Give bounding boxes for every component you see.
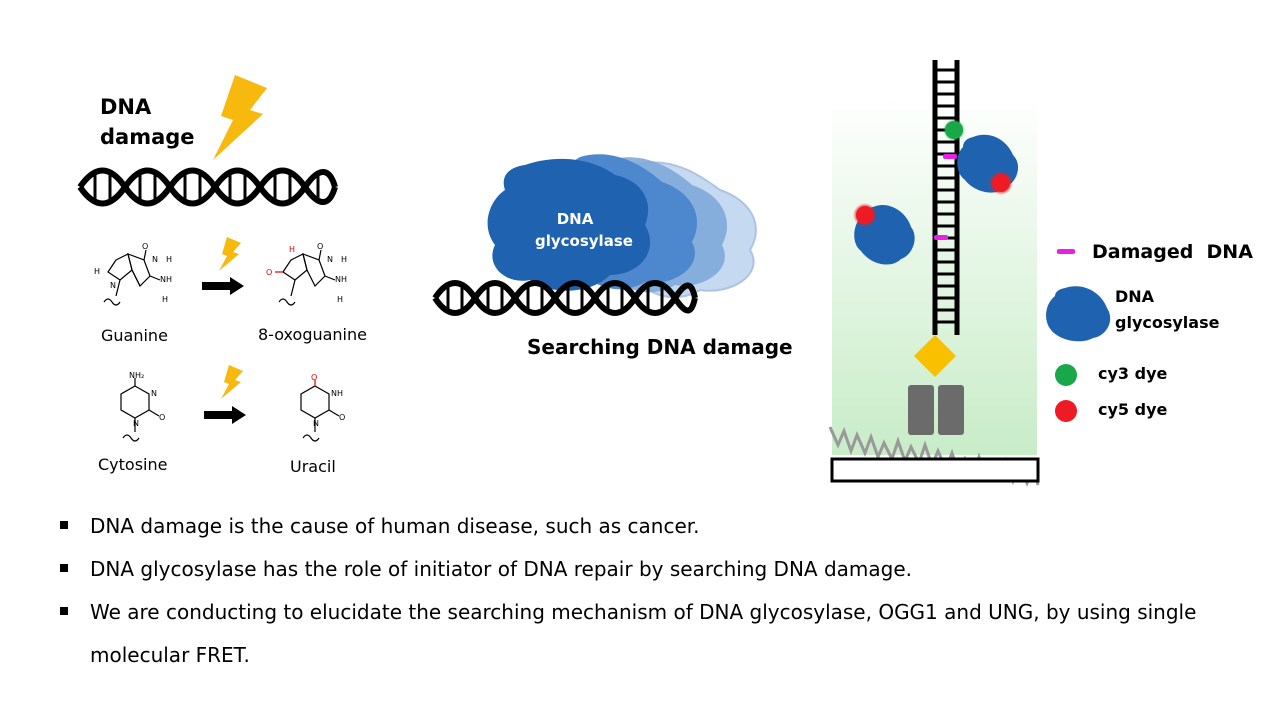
dna-damage-title: DNA damage — [100, 92, 195, 152]
atom-nh: NH — [160, 275, 172, 284]
damaged-dna-legend-swatch — [1057, 249, 1075, 254]
dna-damage-title-line1: DNA — [100, 95, 152, 119]
atom-o: O — [159, 413, 165, 422]
atom-h: H — [166, 255, 172, 264]
enzyme-label-line2: glycosylase — [535, 232, 633, 250]
enzyme-legend-icon — [1046, 286, 1111, 342]
atom-o: O — [339, 413, 345, 422]
atom-nh2: NH₂ — [129, 371, 144, 380]
cy5-dye-icon — [1055, 400, 1077, 422]
label-guanine: Guanine — [101, 326, 168, 345]
dna-helix-left — [77, 167, 338, 207]
legend-cy5: cy5 dye — [1098, 400, 1168, 419]
atom-n: N — [110, 281, 116, 290]
bullet-text: DNA glycosylase has the role of initiato… — [90, 557, 913, 581]
bullet-item: DNA damage is the cause of human disease… — [60, 505, 1240, 548]
label-8-oxoguanine: 8-oxoguanine — [258, 325, 367, 344]
oxoguanine-structure: H O O H N NH H — [266, 242, 347, 306]
atom-n: N — [313, 419, 319, 428]
bullet-marker — [60, 521, 68, 529]
atom-o-red: O — [266, 268, 272, 277]
legend-damaged-dna: Damaged DNA — [1092, 241, 1253, 263]
enzyme-label: DNA glycosylase — [535, 208, 633, 252]
searching-illustration — [432, 154, 757, 316]
legend-enzyme-line2: glycosylase — [1115, 313, 1220, 332]
atom-n: N — [151, 389, 157, 398]
cy3-dye-icon — [1055, 364, 1077, 386]
bullet-marker — [60, 607, 68, 615]
enzyme-label-line1: DNA — [556, 210, 594, 228]
legend-cy3: cy3 dye — [1098, 364, 1168, 383]
searching-caption: Searching DNA damage — [527, 335, 793, 359]
bullet-item: We are conducting to elucidate the searc… — [60, 591, 1240, 677]
damage-mark — [934, 235, 948, 240]
label-uracil: Uracil — [290, 457, 336, 476]
atom-h: H — [94, 267, 100, 276]
small-lightning-icon — [221, 365, 243, 399]
dna-damage-title-line2: damage — [100, 125, 195, 149]
reaction-arrow-icon — [204, 406, 246, 424]
atom-h: H — [337, 295, 343, 304]
atom-n: N — [133, 419, 139, 428]
reaction-arrow-icon — [202, 277, 244, 295]
atom-o-red: O — [311, 373, 317, 382]
atom-n: N — [327, 255, 333, 264]
cytosine-structure: NH₂ N O N — [120, 371, 165, 442]
legend-enzyme: DNA glycosylase — [1115, 284, 1219, 336]
legend-enzyme-line1: DNA — [1115, 287, 1155, 306]
atom-h-red: H — [289, 245, 295, 254]
atom-o: O — [317, 242, 323, 251]
atom-h: H — [162, 295, 168, 304]
damage-mark — [943, 154, 957, 159]
small-lightning-icon — [219, 237, 241, 271]
bullet-text: DNA damage is the cause of human disease… — [90, 514, 700, 538]
lightning-bolt-icon — [213, 75, 267, 160]
smfret-setup-diagram — [828, 60, 1040, 487]
atom-n: N — [152, 255, 158, 264]
bullet-list: DNA damage is the cause of human disease… — [60, 505, 1240, 677]
atom-h: H — [341, 255, 347, 264]
atom-o: O — [142, 242, 148, 251]
bullet-marker — [60, 564, 68, 572]
atom-nh: NH — [331, 389, 343, 398]
guanine-structure: O H H N NH H N — [94, 242, 172, 306]
atom-nh: NH — [335, 275, 347, 284]
uracil-structure: O NH O N — [300, 373, 345, 442]
bullet-item: DNA glycosylase has the role of initiato… — [60, 548, 1240, 591]
bullet-text: We are conducting to elucidate the searc… — [90, 600, 1197, 667]
label-cytosine: Cytosine — [98, 455, 168, 474]
